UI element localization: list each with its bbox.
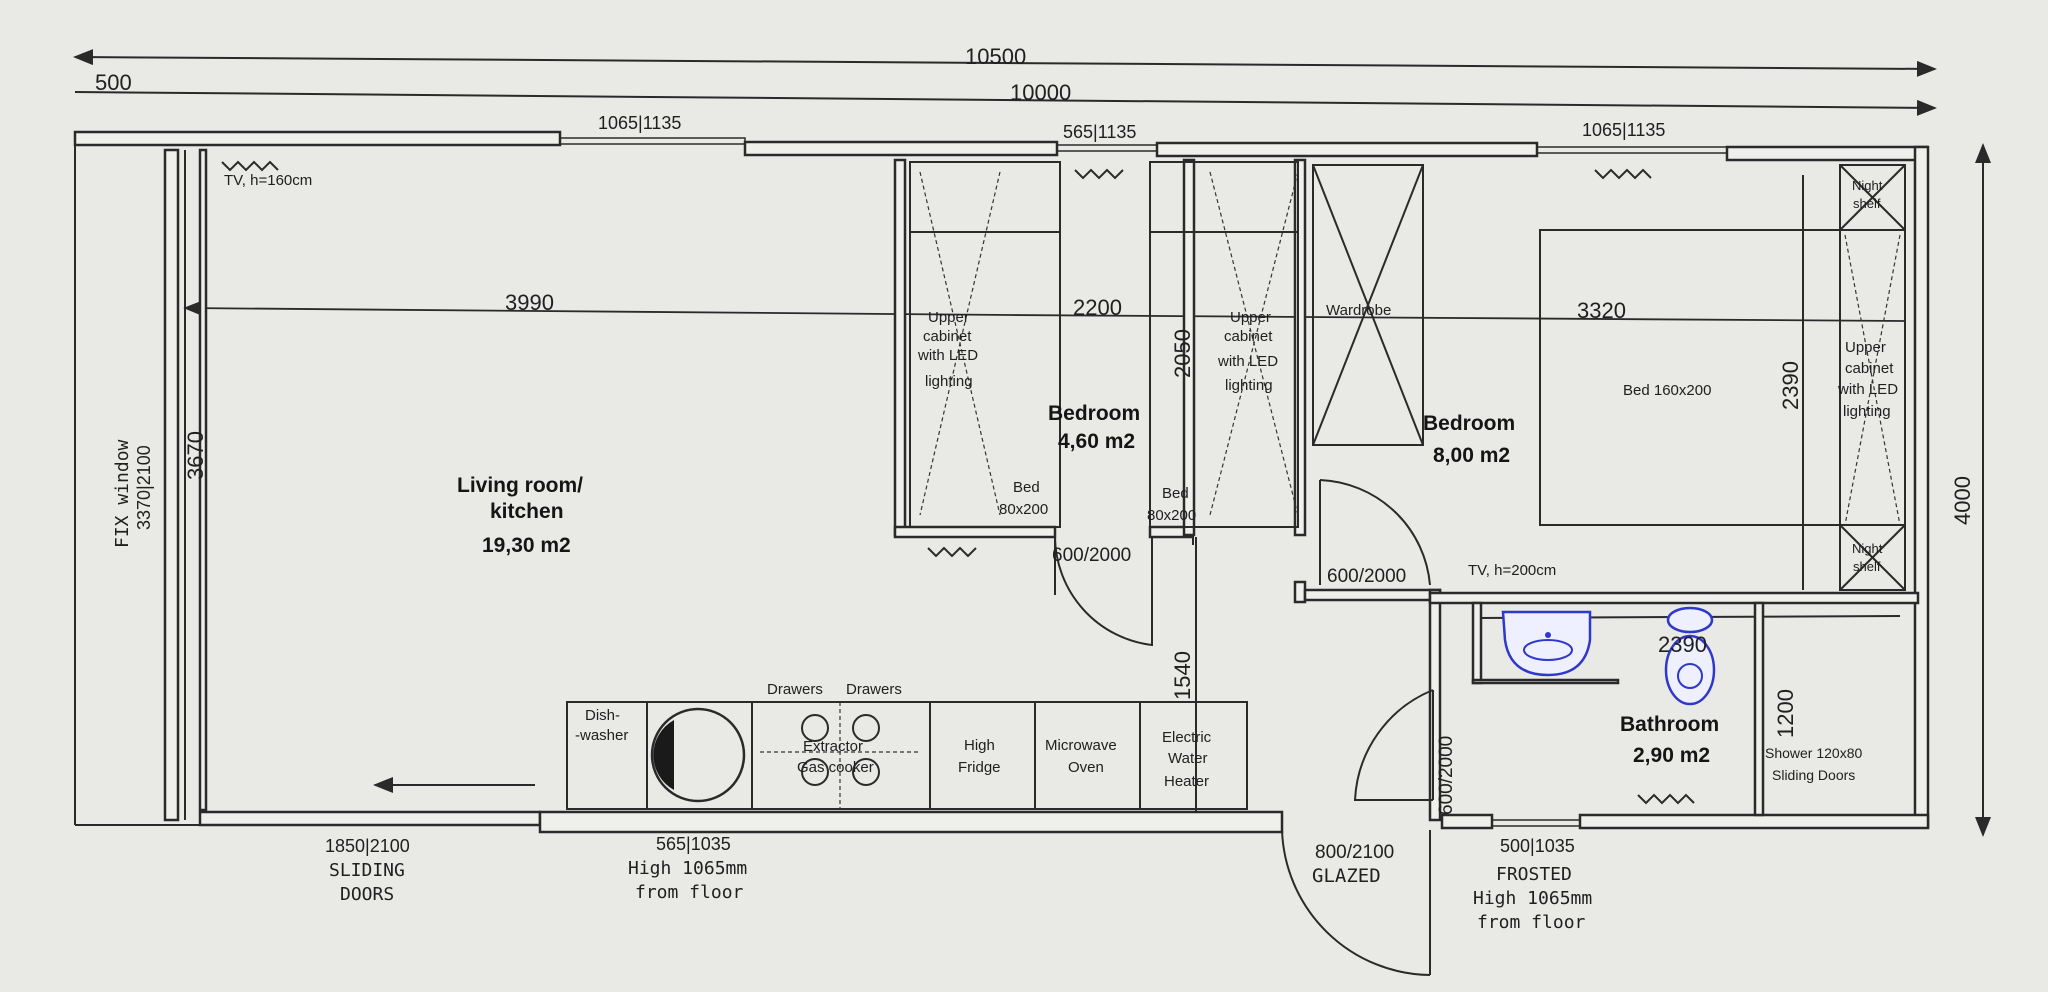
dim-overall-outer: 10500 <box>965 44 1026 69</box>
fridge-label-1: High <box>964 737 995 754</box>
night-shelf-bottom-2: shelf <box>1853 559 1881 574</box>
sliding-size: 1850|2100 <box>325 836 410 856</box>
dim-living-width: 3990 <box>505 290 554 315</box>
room-living-area: 19,30 m2 <box>482 534 571 557</box>
dim-bedroom-large-height: 2390 <box>1778 361 1803 410</box>
bed-a-label: Bed <box>1013 479 1040 496</box>
dim-height-outer: 4000 <box>1950 476 1975 525</box>
fridge-label-2: Fridge <box>958 759 1001 776</box>
window-top-bedroom-small: 565|1135 <box>1063 122 1136 142</box>
dim-living-height: 3670 <box>183 431 208 480</box>
room-bedroom-large-name: Bedroom <box>1423 412 1515 435</box>
kitchen-window-note-2: from floor <box>635 882 744 903</box>
cabinet-a-3: with LED <box>917 347 978 364</box>
cabinet-b-2: cabinet <box>1224 328 1273 345</box>
bath-window-note-1: High 1065mm <box>1473 888 1592 909</box>
washing-machine-icon <box>650 707 746 803</box>
door-entrance-label: GLAZED <box>1312 865 1381 887</box>
bathroom-fixtures <box>1501 606 1716 706</box>
cabinet-a-2: cabinet <box>923 328 972 345</box>
door-bedroom-small: 600/2000 <box>1052 545 1131 566</box>
window-top-bedroom-large: 1065|1135 <box>1582 120 1665 140</box>
dim-bathroom-width: 2390 <box>1658 632 1707 657</box>
sink-icon <box>1501 610 1592 677</box>
kitchen-units <box>566 701 1248 810</box>
interior-walls <box>893 158 1920 822</box>
room-bedroom-small-name: Bedroom <box>1048 402 1140 425</box>
gas-cooker-icon <box>801 714 880 786</box>
bath-window-label: FROSTED <box>1496 864 1572 885</box>
night-shelf-top-1: Night <box>1852 178 1883 193</box>
cabinet-c-3: with LED <box>1837 381 1898 398</box>
cabinet-b-3: with LED <box>1217 353 1278 370</box>
fix-window-label: FIX window <box>112 439 133 548</box>
drawers-label-1: Drawers <box>767 681 823 698</box>
heater-label-1: Electric <box>1162 729 1212 746</box>
night-shelf-top-2: shelf <box>1853 196 1881 211</box>
shower-label-2: Sliding Doors <box>1772 767 1855 783</box>
dim-bedroom-large-width: 3320 <box>1577 298 1626 323</box>
door-bathroom: 600/2000 <box>1436 736 1457 815</box>
kitchen-window-size: 565|1035 <box>656 834 731 854</box>
cabinet-c-4: lighting <box>1843 403 1891 420</box>
dishwasher-label-1: Dish- <box>585 707 620 724</box>
dimension-lines <box>73 49 1991 837</box>
door-bedroom-large: 600/2000 <box>1327 566 1406 587</box>
cabinet-a-1: Upper <box>928 309 969 326</box>
tv-bedroom-label: TV, h=200cm <box>1468 562 1556 579</box>
dishwasher-label-2: -washer <box>575 727 628 744</box>
wardrobe-label: Wardrobe <box>1326 302 1391 319</box>
room-bedroom-large-area: 8,00 m2 <box>1433 444 1510 467</box>
room-living-name-1: Living room/ <box>457 474 583 497</box>
night-shelf-bottom-1: Night <box>1852 541 1883 556</box>
dim-overall-inner: 10000 <box>1010 80 1071 105</box>
microwave-label-2: Oven <box>1068 759 1104 776</box>
tv-living-label: TV, h=160cm <box>224 172 312 189</box>
kitchen-window-note-1: High 1065mm <box>628 858 747 879</box>
bath-window-note-2: from floor <box>1477 912 1586 933</box>
heater-label-2: Water <box>1168 750 1207 767</box>
bed-large-label: Bed 160x200 <box>1623 382 1711 399</box>
sliding-label-2: DOORS <box>340 884 394 905</box>
cabinet-b-4: lighting <box>1225 377 1273 394</box>
room-bedroom-small-area: 4,60 m2 <box>1058 430 1135 453</box>
room-living-name-2: kitchen <box>490 500 564 523</box>
toilet-icon <box>1666 606 1714 634</box>
window-frames <box>559 137 1728 827</box>
drawers-label-2: Drawers <box>846 681 902 698</box>
doors <box>1054 479 1434 976</box>
dim-bathroom-height: 1200 <box>1773 689 1798 738</box>
heater-label-3: Heater <box>1164 773 1209 790</box>
room-bathroom-area: 2,90 m2 <box>1633 744 1710 767</box>
bed-b-label: Bed <box>1162 485 1189 502</box>
cabinet-c-1: Upper <box>1845 339 1886 356</box>
bed-a-size: 80x200 <box>999 501 1048 518</box>
dim-bedroom-small-height: 2050 <box>1170 329 1195 378</box>
radiator-icons <box>221 160 1695 805</box>
microwave-label-1: Microwave <box>1045 737 1117 754</box>
cabinet-c-2: cabinet <box>1845 360 1894 377</box>
cabinet-a-4: lighting <box>925 373 973 390</box>
extractor-label: Extractor <box>803 738 863 755</box>
door-entrance: 800/2100 <box>1315 842 1394 863</box>
gas-cooker-label: Gas cooker <box>797 759 874 776</box>
window-top-living: 1065|1135 <box>598 113 681 133</box>
sliding-label-1: SLIDING <box>329 860 405 881</box>
cabinets <box>909 161 1906 591</box>
room-bathroom-name: Bathroom <box>1620 713 1719 736</box>
dim-bedroom-small-width: 2200 <box>1073 295 1122 320</box>
dim-corridor-height: 1540 <box>1170 651 1195 700</box>
dim-offset: 500 <box>95 70 132 95</box>
fix-window-size: 3370|2100 <box>134 445 154 530</box>
bath-window-size: 500|1035 <box>1500 836 1575 856</box>
bed-b-size: 80x200 <box>1147 507 1196 524</box>
cabinet-b-1: Upper <box>1230 309 1271 326</box>
shower-label-1: Shower 120x80 <box>1765 745 1863 761</box>
